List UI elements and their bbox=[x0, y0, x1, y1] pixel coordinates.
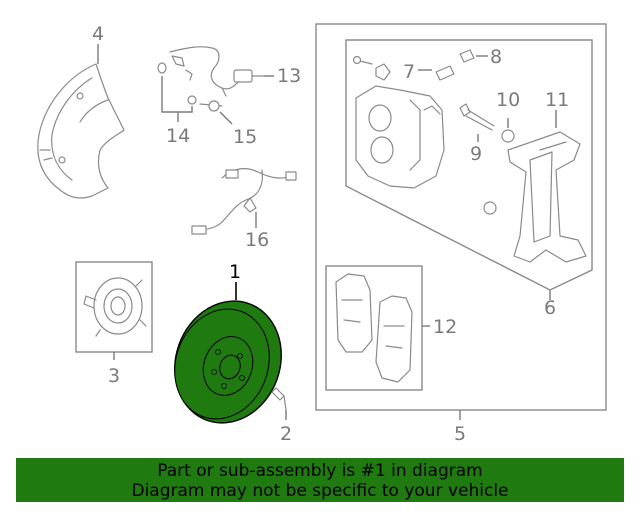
bleeder-screw-part bbox=[435, 65, 455, 81]
callout-14: 14 bbox=[166, 125, 190, 147]
brake-pads-part bbox=[335, 273, 413, 383]
clip-icon bbox=[187, 95, 197, 105]
notice-line-1: Part or sub-assembly is #1 in diagram bbox=[157, 461, 483, 481]
hub-frame bbox=[75, 261, 153, 353]
callout-12: 12 bbox=[433, 316, 457, 338]
guide-bolt-part bbox=[459, 103, 495, 131]
rotor-screw-part bbox=[271, 387, 287, 411]
nut-icon bbox=[483, 201, 497, 215]
callout-16: 16 bbox=[245, 229, 269, 251]
callout-5: 5 bbox=[454, 423, 466, 445]
caliper-bolt-icon bbox=[352, 55, 373, 65]
brake-rotor-part bbox=[174, 300, 282, 424]
callout-7: 7 bbox=[403, 61, 415, 83]
caliper-assembly-frame bbox=[315, 23, 607, 411]
callout-4: 4 bbox=[92, 23, 104, 45]
callout-6: 6 bbox=[544, 297, 556, 319]
callout-3: 3 bbox=[108, 365, 120, 387]
speed-sensor-wire-part bbox=[169, 46, 265, 97]
callout-1: 1 bbox=[229, 261, 241, 283]
callout-11: 11 bbox=[545, 89, 569, 111]
hub-bearing-part bbox=[83, 277, 147, 337]
callout-8: 8 bbox=[490, 46, 502, 68]
callout-2: 2 bbox=[280, 423, 292, 445]
notice-line-2: Diagram may not be specific to your vehi… bbox=[131, 481, 509, 501]
callout-10: 10 bbox=[496, 89, 520, 111]
callout-13: 13 bbox=[277, 65, 301, 87]
guide-boot-part bbox=[501, 129, 515, 143]
diagram-notice-banner: Part or sub-assembly is #1 in diagram Di… bbox=[16, 458, 624, 502]
grommet-icon bbox=[157, 62, 167, 74]
callout-9: 9 bbox=[470, 143, 482, 165]
caliper-housing-frame bbox=[345, 39, 593, 291]
caliper-body-part bbox=[355, 63, 445, 189]
bleeder-cap-part bbox=[459, 49, 475, 63]
dust-shield-part bbox=[37, 63, 125, 199]
bolt-15-part bbox=[199, 100, 223, 112]
abs-harness-part bbox=[191, 168, 297, 235]
brake-pads-frame bbox=[325, 265, 423, 391]
caliper-bracket-part bbox=[507, 131, 587, 263]
callout-15: 15 bbox=[233, 126, 257, 148]
